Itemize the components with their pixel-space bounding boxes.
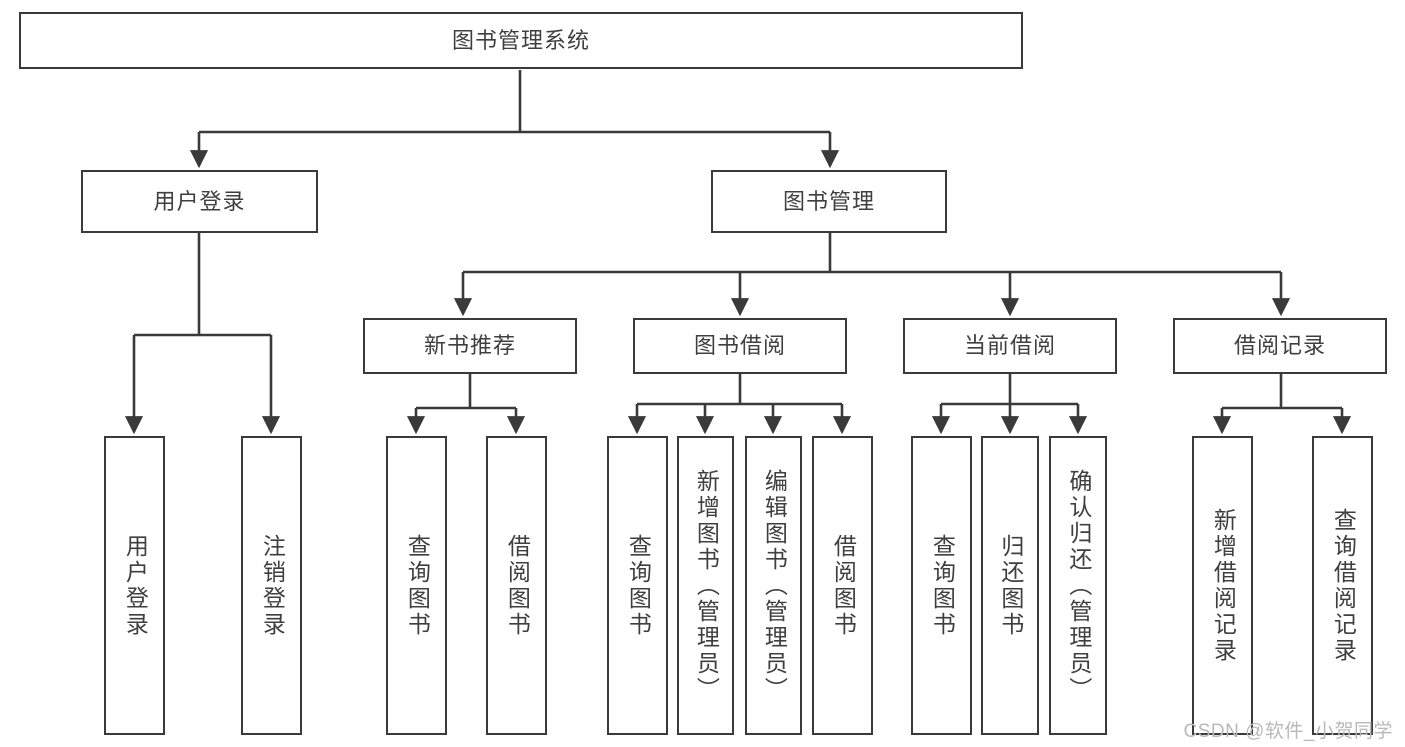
leaf-confirm-return-label: 确认归还（管理员） [1065,468,1092,703]
node-borrow-record-label: 借阅记录 [1233,333,1326,359]
leaf-query-book-2[interactable]: 查询图书 [607,436,668,735]
node-new-book-rec-label: 新书推荐 [423,333,516,359]
leaf-logout-label: 注销登录 [259,533,286,638]
leaf-query-record[interactable]: 查询借阅记录 [1312,436,1373,735]
leaf-logout[interactable]: 注销登录 [241,436,302,735]
leaf-add-record[interactable]: 新增借阅记录 [1192,436,1253,735]
leaf-user-login[interactable]: 用户登录 [104,436,165,735]
node-root[interactable]: 图书管理系统 [19,12,1023,69]
watermark-text: CSDN @软件_小贺同学 [1183,721,1393,742]
leaf-return-book[interactable]: 归还图书 [981,436,1039,735]
node-borrow-record[interactable]: 借阅记录 [1173,318,1387,374]
leaf-edit-book-label: 编辑图书（管理员） [761,468,788,703]
node-book-manage[interactable]: 图书管理 [711,170,947,233]
node-current-borrow[interactable]: 当前借阅 [903,318,1117,374]
leaf-borrow-book-2[interactable]: 借阅图书 [812,436,873,735]
leaf-add-record-label: 新增借阅记录 [1210,507,1237,664]
leaf-return-book-label: 归还图书 [997,533,1024,638]
leaf-query-record-label: 查询借阅记录 [1330,507,1357,664]
leaf-query-book-3-label: 查询图书 [929,533,956,638]
node-root-label: 图书管理系统 [451,27,590,53]
node-user-login-label: 用户登录 [153,188,246,214]
leaf-borrow-book-2-label: 借阅图书 [830,533,857,638]
node-new-book-rec[interactable]: 新书推荐 [363,318,577,374]
leaf-confirm-return[interactable]: 确认归还（管理员） [1049,436,1107,735]
leaf-add-book[interactable]: 新增图书（管理员） [677,436,734,735]
leaf-edit-book[interactable]: 编辑图书（管理员） [745,436,802,735]
leaf-query-book-1-label: 查询图书 [404,533,431,638]
node-book-manage-label: 图书管理 [782,188,875,214]
leaf-user-login-label: 用户登录 [122,533,149,638]
leaf-add-book-label: 新增图书（管理员） [693,468,720,703]
node-book-borrow[interactable]: 图书借阅 [633,318,847,374]
leaf-query-book-3[interactable]: 查询图书 [911,436,972,735]
node-book-borrow-label: 图书借阅 [693,333,786,359]
leaf-borrow-book-1-label: 借阅图书 [504,533,531,638]
leaf-query-book-1[interactable]: 查询图书 [386,436,447,735]
node-user-login[interactable]: 用户登录 [81,170,318,233]
node-current-borrow-label: 当前借阅 [963,333,1056,359]
leaf-borrow-book-1[interactable]: 借阅图书 [486,436,547,735]
leaf-query-book-2-label: 查询图书 [625,533,652,638]
